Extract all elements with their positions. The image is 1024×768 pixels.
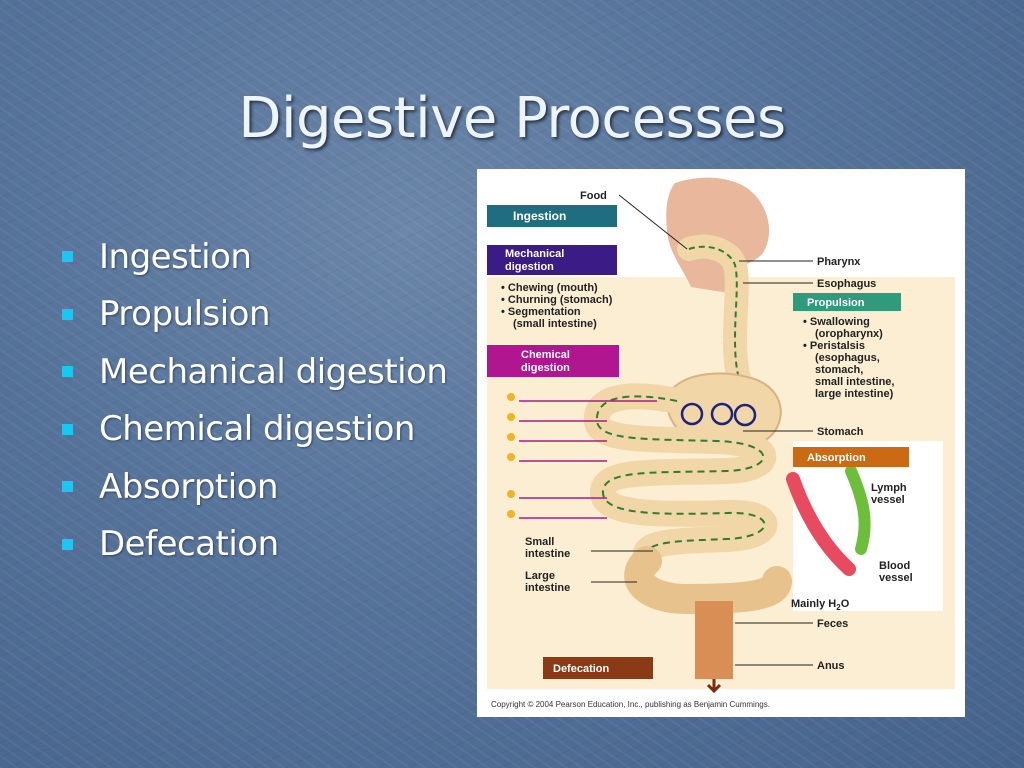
propulsion-list-item: stomach, <box>815 364 863 376</box>
propulsion-list-item: (oropharynx) <box>815 328 883 340</box>
bullet-square-icon <box>62 366 73 378</box>
bullet-item-absorption: Absorption <box>62 458 447 516</box>
chemical-box-label-2: digestion <box>521 362 570 374</box>
mechanical-digestion-box <box>487 245 617 275</box>
copyright-text: Copyright © 2004 Pearson Education, Inc.… <box>491 700 770 709</box>
mechanical-list-item: • Chewing (mouth) <box>501 282 598 294</box>
bullet-label: Propulsion <box>99 294 271 335</box>
esophagus-label: Esophagus <box>817 278 876 290</box>
bullet-item-defecation: Defecation <box>62 516 447 574</box>
feces-exit-arrow-icon <box>706 679 722 694</box>
slide-title: Digestive Processes <box>238 86 786 151</box>
propulsion-list-item: • Swallowing <box>803 316 870 328</box>
churning-arrow-icon <box>680 402 704 426</box>
propulsion-box <box>793 293 901 311</box>
chemical-box-label-1: Chemical <box>521 349 570 361</box>
large-intestine-label-1: Large <box>525 570 555 582</box>
lymph-vessel-shape <box>845 465 871 555</box>
absorption-box-label: Absorption <box>807 452 866 464</box>
bullet-label: Chemical digestion <box>99 409 415 450</box>
feces-label: Feces <box>817 618 848 630</box>
water-label: Mainly H2O <box>791 598 850 612</box>
digestive-diagram: Ingestion Mechanical digestion Propulsio… <box>477 169 965 717</box>
rectum-shape <box>695 601 733 679</box>
bullet-item-mechanical-digestion: Mechanical digestion <box>62 343 448 401</box>
bullet-item-propulsion: Propulsion <box>62 286 447 344</box>
propulsion-list-item: • Peristalsis <box>803 340 865 352</box>
lymph-vessel-label-1: Lymph <box>871 482 907 494</box>
mechanical-list-item: • Churning (stomach) <box>501 294 613 306</box>
small-intestine-wave <box>595 395 766 562</box>
absorption-box <box>793 447 909 467</box>
pharynx-label: Pharynx <box>817 256 861 268</box>
mechanical-list-item: • Segmentation <box>501 306 581 318</box>
bullet-label: Defecation <box>99 524 279 565</box>
propulsion-list-item: large intestine) <box>815 388 894 400</box>
churning-arrow-icon <box>710 402 734 426</box>
bullet-item-ingestion: Ingestion <box>62 228 447 286</box>
esophagus-wave <box>688 245 746 392</box>
stomach-label: Stomach <box>817 426 864 438</box>
food-label: Food <box>580 190 607 202</box>
blood-vessel-label-1: Blood <box>879 560 910 572</box>
propulsion-list-item: small intestine, <box>815 376 894 388</box>
ingestion-box <box>487 205 617 227</box>
leader-lines <box>591 194 813 666</box>
bullet-label: Absorption <box>99 466 279 507</box>
chemical-digestion-box <box>487 345 619 377</box>
bullet-label: Mechanical digestion <box>99 351 448 392</box>
bullet-square-icon <box>62 308 73 320</box>
propulsion-box-label: Propulsion <box>807 297 865 309</box>
defecation-box <box>543 657 653 679</box>
mechanical-list-item: (small intestine) <box>513 318 597 330</box>
small-intestine-label-2: intestine <box>525 548 570 560</box>
anus-label: Anus <box>817 660 845 672</box>
bullet-list: Ingestion Propulsion Mechanical digestio… <box>62 228 448 574</box>
enzyme-drops <box>507 393 657 519</box>
propulsion-list-item: (esophagus, <box>815 352 880 364</box>
small-intestine-label-1: Small <box>525 536 554 548</box>
mechanical-box-label-1: Mechanical <box>505 248 564 260</box>
bullet-square-icon <box>62 251 73 263</box>
mechanical-box-label-2: digestion <box>505 261 554 273</box>
bullet-label: Ingestion <box>99 236 252 277</box>
bullet-item-chemical-digestion: Chemical digestion <box>62 401 447 459</box>
ingestion-box-label: Ingestion <box>513 209 566 223</box>
churning-arrow-icon <box>733 403 757 427</box>
bullet-square-icon <box>62 423 73 435</box>
large-intestine-shape <box>624 546 792 615</box>
bullet-square-icon <box>62 538 73 550</box>
large-intestine-label-2: intestine <box>525 582 570 594</box>
blood-vessel-label-2: vessel <box>879 572 913 584</box>
lymph-vessel-label-2: vessel <box>871 494 905 506</box>
defecation-box-label: Defecation <box>553 663 610 675</box>
blood-vessel-shape <box>786 472 856 576</box>
bullet-square-icon <box>62 481 73 493</box>
